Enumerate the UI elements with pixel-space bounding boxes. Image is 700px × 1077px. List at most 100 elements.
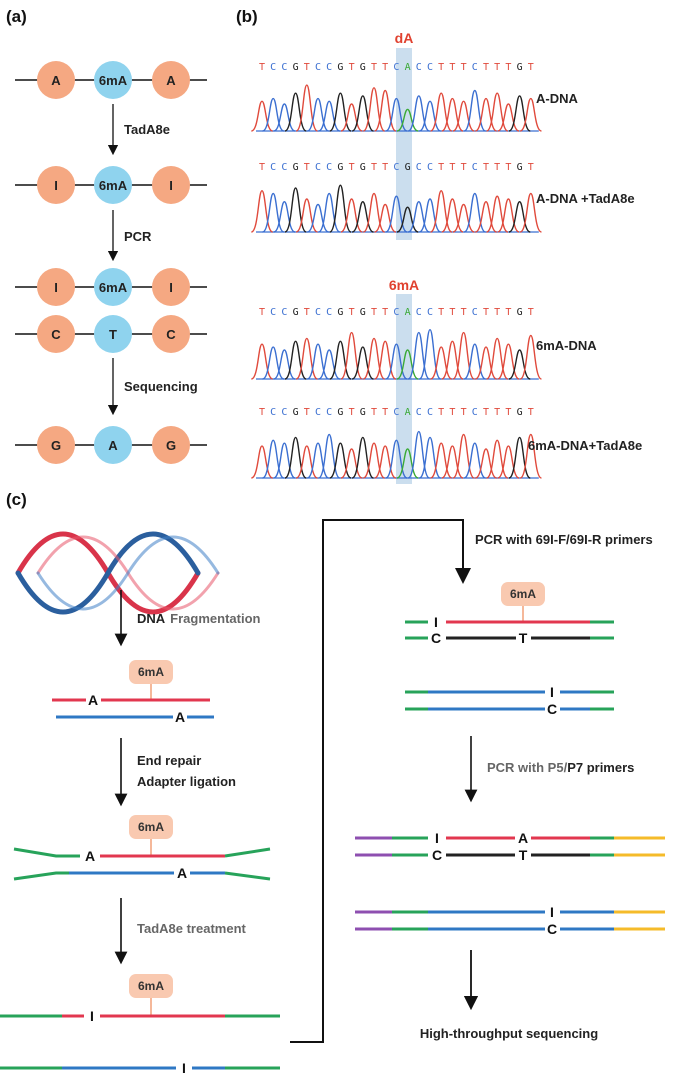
chromatogram-peak — [475, 97, 497, 132]
chromatogram-peak — [374, 445, 397, 479]
base-letter: T — [461, 62, 467, 73]
a-row1-node3 — [152, 61, 190, 99]
c-fragment-a-top: A — [88, 692, 98, 708]
a-row4-text3: C — [166, 327, 176, 342]
chromatogram-peak — [340, 103, 363, 132]
c-ligated-adapter-top-right — [224, 847, 271, 858]
c-ligated-tag-text: 6mA — [138, 820, 164, 834]
base-letter: T — [494, 407, 500, 418]
base-letter: T — [304, 162, 310, 173]
c-ligated-a-top: A — [85, 848, 95, 864]
base-letter: C — [393, 307, 399, 318]
base-letter: C — [427, 162, 433, 173]
a-row2-node2 — [94, 166, 132, 204]
base-letter: T — [449, 162, 455, 173]
a-row2-node1 — [37, 166, 75, 204]
base-letter: T — [528, 162, 534, 173]
c-treated-i-top: I — [90, 1008, 94, 1024]
c-pcr2-c: C — [432, 847, 442, 863]
c-pcr1-tag-text: 6mA — [510, 587, 536, 601]
base-letter: T — [371, 62, 377, 73]
base-letter: C — [326, 162, 332, 173]
base-letter: G — [517, 62, 523, 73]
c-pcr2-products: I A C T I C — [355, 830, 665, 937]
a-row5-node1 — [37, 426, 75, 464]
base-letter: C — [270, 162, 276, 173]
base-letter: T — [483, 162, 489, 173]
a-row2-text2: 6mA — [99, 178, 128, 193]
panel-a-diagram: A 6mA A TadA8e I 6mA I PCR I 6mA I C T C — [15, 61, 207, 464]
chromatogram-peak — [318, 192, 341, 233]
c-pcr2-t: T — [519, 847, 528, 863]
a-row3-text1: I — [54, 280, 58, 295]
c-fragment-a-bottom: A — [175, 709, 185, 725]
c-step-pcr2-word1: PCR with P5/ — [487, 760, 568, 775]
base-letter: T — [349, 62, 355, 73]
base-letter: T — [483, 307, 489, 318]
b-mark-da: dA — [395, 30, 414, 46]
chromatogram-peak — [396, 349, 419, 380]
c-ligated-tag — [129, 815, 173, 839]
chromatogram-peak — [508, 349, 531, 380]
chromatogram-peak — [340, 448, 363, 479]
base-letter: C — [393, 162, 399, 173]
base-letter: G — [293, 162, 299, 173]
base-letter: C — [326, 407, 332, 418]
base-letter: C — [427, 307, 433, 318]
base-letter: G — [360, 407, 366, 418]
chromatogram-peak — [430, 346, 453, 380]
c-treated-tag — [129, 974, 173, 998]
chromatogram-peak — [486, 195, 509, 233]
chromatogram-peak — [284, 340, 307, 380]
base-letter: A — [405, 307, 411, 318]
base-letter: T — [483, 407, 489, 418]
base-letter: T — [259, 407, 265, 418]
c-pcr1-t: T — [519, 630, 528, 646]
chromatogram-peak — [362, 442, 386, 479]
base-letter: C — [281, 162, 287, 173]
a-row3-node3 — [152, 268, 190, 306]
base-letter: T — [371, 307, 377, 318]
a-row2-text1: I — [54, 178, 58, 193]
c-pcr1b-i: I — [550, 684, 554, 700]
chromatogram-peak — [284, 92, 307, 132]
c-adapter-ligated: 6mA A A — [13, 815, 271, 881]
a-row1-text1: A — [51, 73, 61, 88]
chromatogram-peak — [250, 343, 274, 380]
base-letter: G — [360, 307, 366, 318]
c-pcr1b-c: C — [547, 701, 557, 717]
chromatogram-peak — [508, 95, 531, 132]
c-pcr1-products: 6mA I C T I C — [405, 582, 614, 717]
base-letter: T — [461, 407, 467, 418]
base-letter: T — [349, 407, 355, 418]
base-letter: T — [438, 162, 444, 173]
chromatogram-peak — [273, 201, 296, 233]
base-letter: G — [293, 307, 299, 318]
base-letter: G — [337, 62, 343, 73]
base-letter: T — [483, 62, 489, 73]
chromatogram-peak — [497, 198, 520, 233]
base-letter: T — [461, 162, 467, 173]
base-letter: G — [517, 307, 523, 318]
base-letter: C — [472, 62, 478, 73]
c-pcr2b-i: I — [550, 904, 554, 920]
c-ligated-adapter-bottom-right — [224, 871, 271, 881]
b-seq2-label: A-DNA +TadA8e — [536, 191, 635, 206]
a-row5-text2: A — [108, 438, 118, 453]
c-step-end-repair: End repair — [137, 753, 201, 768]
chromatogram-peak — [441, 445, 464, 479]
base-letter: T — [494, 307, 500, 318]
chromatogram-peak — [441, 340, 464, 380]
base-letter: T — [528, 307, 534, 318]
chromatogram-peak — [407, 430, 431, 479]
base-letter: C — [416, 162, 422, 173]
a-row1-text2: 6mA — [99, 73, 128, 88]
c-treated-i-bottom: I — [182, 1060, 186, 1076]
c-step-pcr2: PCR with P5/P7 primers — [487, 760, 634, 775]
base-letter: T — [505, 307, 511, 318]
base-letter: C — [270, 407, 276, 418]
chromatogram-peak — [340, 198, 363, 233]
